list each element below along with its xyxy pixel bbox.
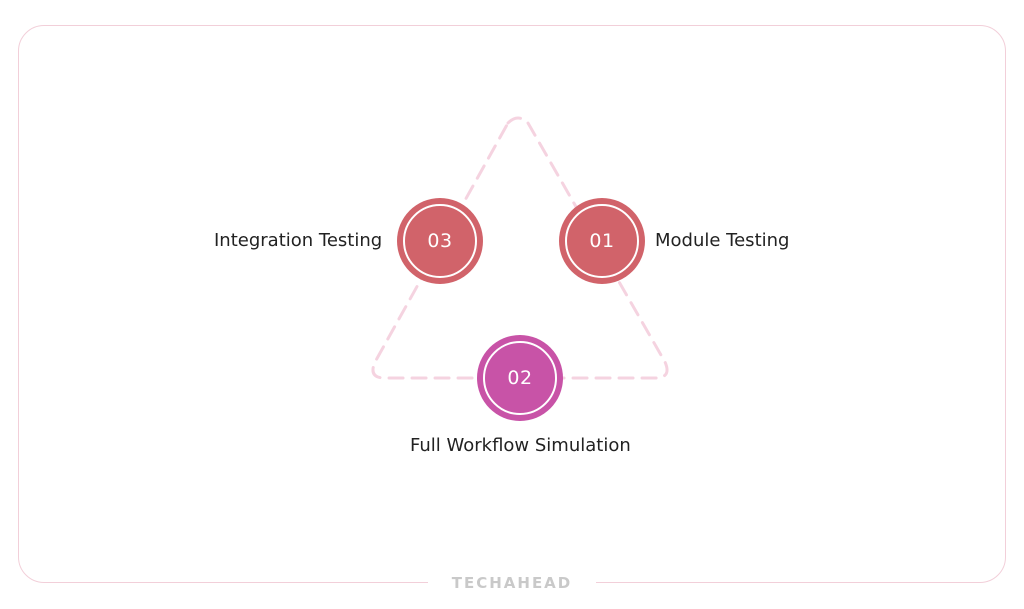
brand-logo: TECHAHEAD xyxy=(451,574,573,592)
step-number: 01 xyxy=(589,230,615,252)
step-node-02: 02 xyxy=(477,335,563,421)
step-node-01: 01 xyxy=(559,198,645,284)
step-number: 03 xyxy=(427,230,453,252)
step-number: 02 xyxy=(507,367,533,389)
step-label-full-workflow-simulation: Full Workflow Simulation xyxy=(410,435,631,456)
step-label-module-testing: Module Testing xyxy=(655,230,790,251)
dashed-triangle xyxy=(371,116,669,380)
step-label-integration-testing: Integration Testing xyxy=(214,230,383,251)
step-node-03: 03 xyxy=(397,198,483,284)
